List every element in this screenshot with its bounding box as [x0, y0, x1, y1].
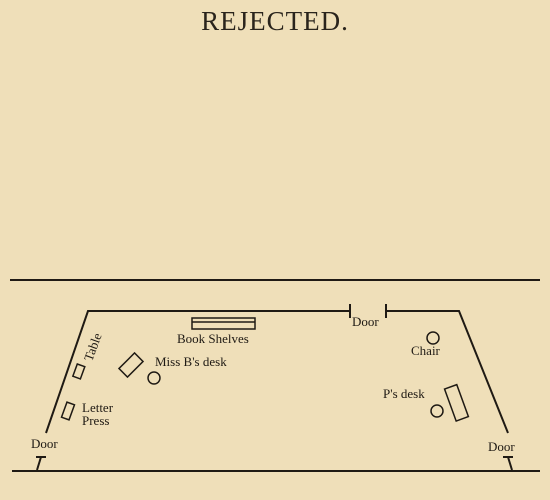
door-right-label: Door — [488, 439, 515, 454]
chair-label: Chair — [411, 343, 441, 358]
book-shelves — [191, 317, 256, 330]
press-label: Press — [82, 413, 109, 428]
letter-label: Letter — [82, 400, 114, 415]
miss-b-chair — [147, 371, 161, 385]
top-door — [349, 304, 387, 318]
miss-b-desk-label: Miss B's desk — [155, 354, 227, 369]
door-top-label: Door — [352, 314, 379, 329]
right-door — [503, 456, 513, 471]
room-walls — [45, 310, 509, 434]
chair — [426, 331, 440, 345]
p-desk — [443, 383, 470, 422]
book-shelves-label: Book Shelves — [177, 331, 249, 346]
page-title: REJECTED. — [201, 6, 349, 36]
letter-press — [60, 401, 76, 421]
left-door — [36, 456, 46, 471]
table-label: Table — [81, 331, 105, 363]
miss-b-desk — [117, 351, 145, 379]
table — [71, 363, 86, 380]
p-desk-label: P's desk — [383, 386, 425, 401]
door-left-label: Door — [31, 436, 58, 451]
p-desk-chair — [430, 404, 444, 418]
